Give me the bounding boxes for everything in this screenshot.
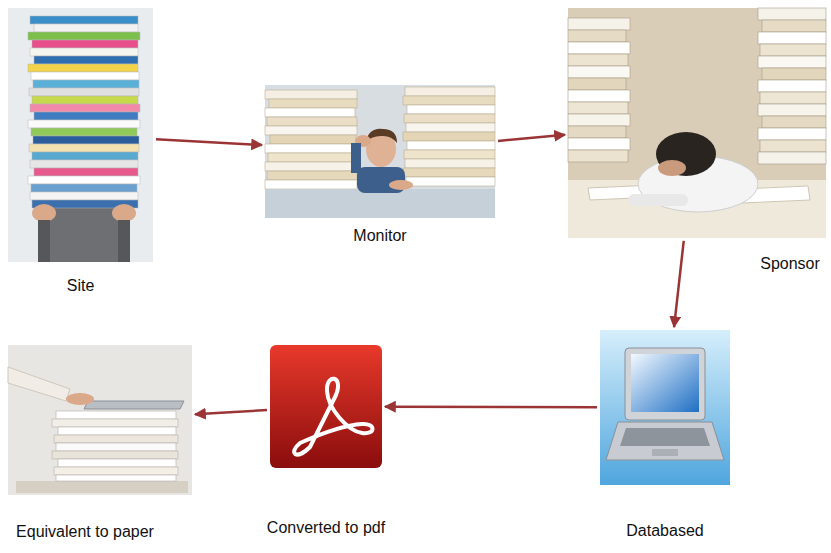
picture-node: Sponsor: [568, 8, 826, 238]
caption: Site: [67, 277, 95, 295]
sponsor-picture: [568, 8, 826, 238]
flow-arrow: [674, 241, 684, 327]
flow-arrow: [156, 139, 262, 145]
paper-stack-picture: [8, 345, 192, 495]
laptop-picture: [600, 330, 730, 485]
caption: Equivalent to paper: [16, 523, 154, 541]
picture-node: Converted to pdf: [270, 345, 382, 468]
caption: Monitor: [353, 227, 406, 245]
picture-node: Databased: [600, 330, 730, 485]
picture-node: Monitor: [265, 85, 495, 218]
flow-arrow: [498, 135, 565, 141]
picture-node: Site: [8, 8, 153, 262]
flow-arrow: [195, 410, 267, 414]
caption: Sponsor: [760, 255, 820, 273]
monitor-picture: [265, 85, 495, 218]
site-picture: [8, 8, 153, 262]
caption: Converted to pdf: [267, 519, 385, 537]
flow-arrow: [385, 405, 597, 408]
pdf-icon: [270, 345, 382, 468]
picture-node: Equivalent to paper: [8, 345, 192, 495]
caption: Databased: [626, 522, 703, 540]
